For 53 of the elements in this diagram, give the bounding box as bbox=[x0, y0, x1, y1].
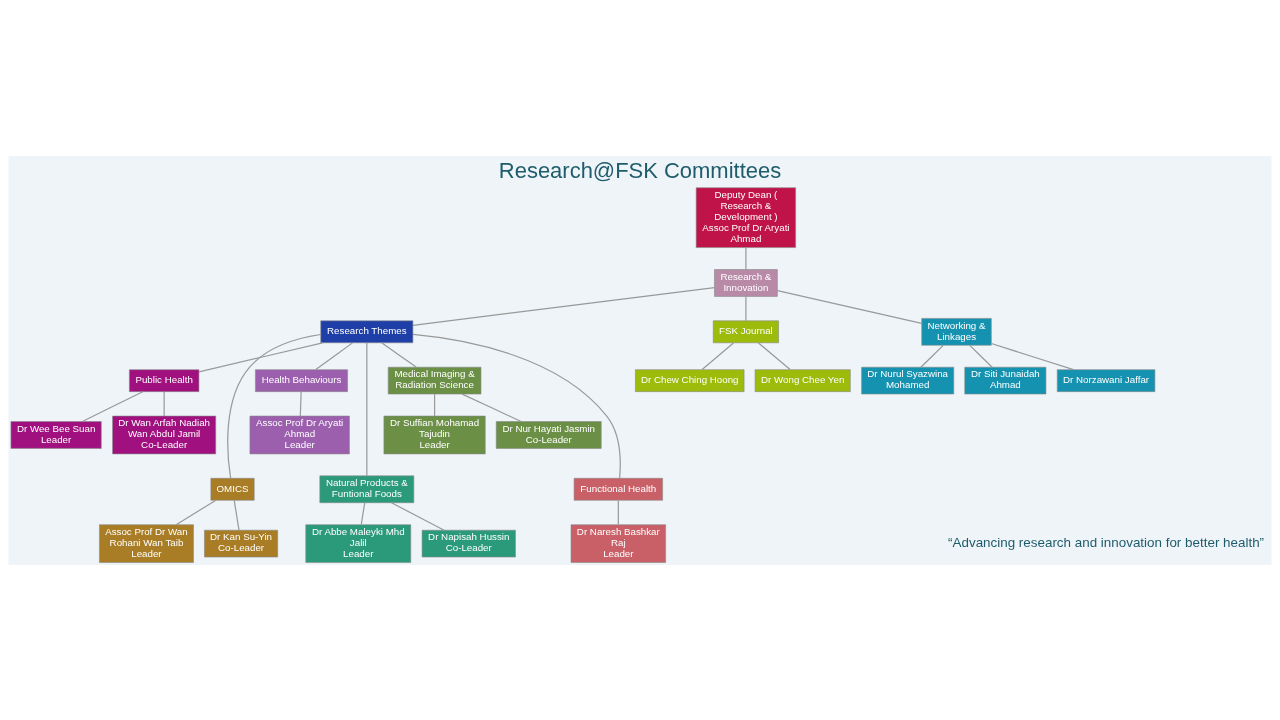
node-box: Research & Innovation bbox=[714, 268, 778, 297]
node-box: OMICS bbox=[210, 477, 255, 501]
connector bbox=[366, 341, 368, 476]
connector bbox=[920, 344, 944, 368]
node-box: Networking & Linkages bbox=[921, 317, 992, 346]
connector bbox=[969, 344, 993, 368]
node-box: Dr Siti Junaidah Ahmad bbox=[964, 366, 1047, 394]
connector bbox=[233, 499, 240, 531]
connector bbox=[757, 341, 791, 370]
connector bbox=[745, 295, 747, 321]
node-box: Research Themes bbox=[320, 320, 414, 343]
node-box: Dr Naresh Bashkar Raj Leader bbox=[570, 523, 666, 563]
connector bbox=[227, 333, 322, 479]
node-box: Dr Nur Hayati Jasmin Co-Leader bbox=[495, 420, 602, 449]
label: “Advancing research and innovation for better health” bbox=[948, 534, 1265, 550]
node-box: Dr Chew Ching Hoong bbox=[635, 368, 745, 392]
node-box: Dr Norzawani Jaffar bbox=[1056, 368, 1156, 392]
connector bbox=[412, 286, 715, 326]
node-box: Medical Imaging & Radiation Science bbox=[387, 366, 482, 394]
node-box: Dr Kan Su-Yin Co-Leader bbox=[204, 529, 278, 557]
node-box: Health Behaviours bbox=[255, 368, 348, 392]
connector bbox=[163, 390, 165, 417]
node-box: Functional Health bbox=[573, 477, 663, 501]
connector bbox=[701, 341, 735, 370]
connector bbox=[360, 501, 366, 525]
node-box: Dr Napisah Hussin Co-Leader bbox=[421, 529, 516, 557]
connector bbox=[175, 499, 217, 525]
connector bbox=[381, 341, 417, 368]
node-box: Dr Suffian Mohamad Tajudin Leader bbox=[383, 415, 486, 454]
node-box: Assoc Prof Dr Wan Rohani Wan Taib Leader bbox=[99, 523, 194, 563]
connector bbox=[745, 246, 747, 270]
node-box: Dr Nurul Syazwina Mohamed bbox=[861, 366, 955, 394]
node-box: Natural Products & Funtional Foods bbox=[319, 475, 415, 503]
connector bbox=[198, 341, 324, 372]
connector bbox=[461, 393, 522, 422]
node-box: Public Health bbox=[129, 368, 200, 392]
connector bbox=[315, 341, 354, 370]
node-box: Dr Wan Arfah Nadiah Wan Abdul Jamil Co-Leader bbox=[112, 415, 217, 454]
connector bbox=[390, 501, 445, 531]
node-box: Dr Wong Chee Yen bbox=[754, 368, 851, 392]
node-box: FSK Journal bbox=[712, 320, 779, 343]
node-box: Assoc Prof Dr Aryati Ahmad Leader bbox=[249, 415, 350, 454]
connector bbox=[990, 342, 1075, 370]
node-box: Deputy Dean ( Research & Development ) Assoc Prof Dr Aryati Ahmad bbox=[695, 186, 796, 248]
connector bbox=[412, 333, 621, 479]
connector bbox=[433, 393, 436, 417]
connector bbox=[776, 289, 923, 324]
connector bbox=[81, 390, 144, 422]
diagram-title: Research@FSK Committees bbox=[498, 157, 782, 183]
connector bbox=[299, 390, 302, 417]
node-box: Dr Abbe Maleyki Mhd Jalil Leader bbox=[305, 523, 412, 563]
connector bbox=[617, 499, 619, 525]
node-box: Dr Wee Bee Suan Leader bbox=[10, 420, 102, 449]
